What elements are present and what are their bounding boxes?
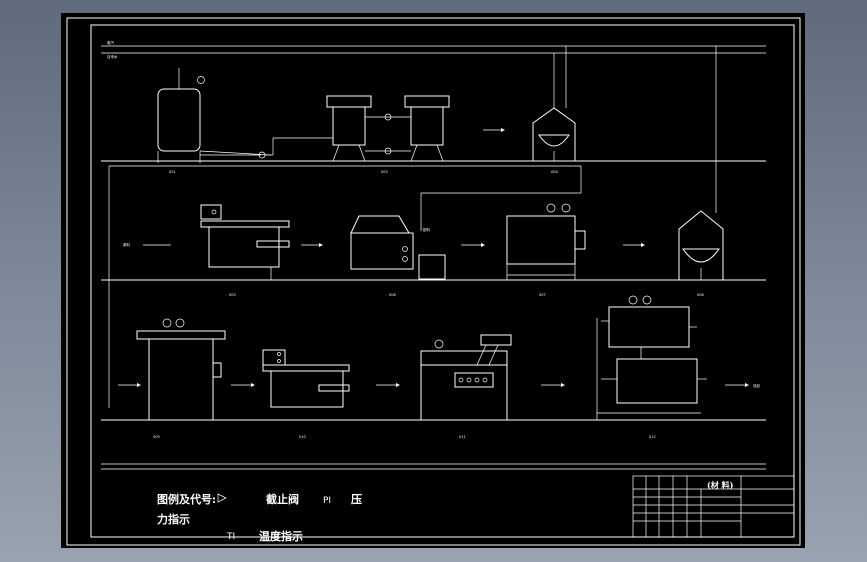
process-flow-drawing: 蒸汽 自来水 001: [66, 17, 801, 546]
top-pipelines: 蒸汽 自来水: [101, 40, 766, 213]
title-material: (材 料): [707, 480, 734, 490]
svg-text:自来水: 自来水: [107, 54, 118, 59]
pressure-gauge-icon: [546, 203, 556, 213]
svg-text:009: 009: [153, 435, 160, 439]
legend-stop-valve: 截止阀: [266, 492, 299, 506]
svg-text:003: 003: [381, 170, 388, 174]
legend-ti: TI: [226, 532, 235, 542]
machine-oven: 011: [420, 334, 512, 439]
pump-icon: [384, 147, 392, 155]
svg-text:012: 012: [649, 435, 656, 439]
legend-temperature: 温度指示: [259, 529, 303, 543]
pressure-gauge-icon: [628, 295, 638, 305]
title-block[interactable]: (材 料): [632, 475, 795, 538]
storage-tank: 001: [157, 68, 272, 174]
svg-text:001: 001: [169, 170, 176, 174]
svg-text:蒸汽: 蒸汽: [107, 40, 114, 45]
pressure-gauge-icon: [434, 339, 444, 349]
machine-dual-tank: 012: [596, 295, 707, 439]
svg-text:配料: 配料: [423, 227, 431, 232]
svg-text:011: 011: [459, 435, 466, 439]
pressure-gauge-icon: [197, 76, 205, 84]
legend-title: 图例及代号:: [157, 492, 216, 506]
machine-former: 010: [262, 349, 350, 439]
svg-text:005: 005: [229, 293, 236, 297]
outer-frame: [66, 17, 801, 546]
svg-text:006: 006: [389, 293, 396, 297]
floor-lines: [101, 160, 766, 470]
row2-inlet: 原料: [123, 242, 171, 247]
legend-pressure: 压: [351, 492, 362, 506]
legend-pi: PI: [323, 496, 331, 506]
pressure-gauge-icon: [175, 318, 185, 328]
svg-text:010: 010: [299, 435, 306, 439]
svg-text:原料: 原料: [123, 242, 130, 247]
machine-cutter: 005: [200, 204, 290, 297]
svg-text:004: 004: [551, 170, 558, 174]
jacketed-kettle-1: 004: [532, 107, 576, 174]
jacketed-kettle-2: 008: [678, 210, 724, 297]
pressure-gauge-icon: [642, 295, 652, 305]
pump-line: [200, 137, 333, 159]
twin-tanks: 003: [326, 95, 450, 174]
machine-heater: 007: [506, 203, 586, 297]
svg-text:008: 008: [697, 293, 704, 297]
outlet-label: 成品: [753, 383, 761, 388]
legend: 图例及代号: 截止阀 PI 压 力指示 TI 温度指示: [157, 492, 362, 543]
pressure-gauge-icon: [162, 318, 172, 328]
svg-text:007: 007: [539, 293, 546, 297]
machine-cabinet: 009: [136, 318, 226, 439]
pump-icon: [384, 113, 392, 121]
inner-frame: [90, 24, 795, 538]
drawing-viewport[interactable]: 蒸汽 自来水 001: [61, 13, 805, 548]
machine-mixer: 配料 006: [350, 215, 446, 297]
legend-pressure-cont: 力指示: [157, 512, 190, 526]
pressure-gauge-icon: [561, 203, 571, 213]
